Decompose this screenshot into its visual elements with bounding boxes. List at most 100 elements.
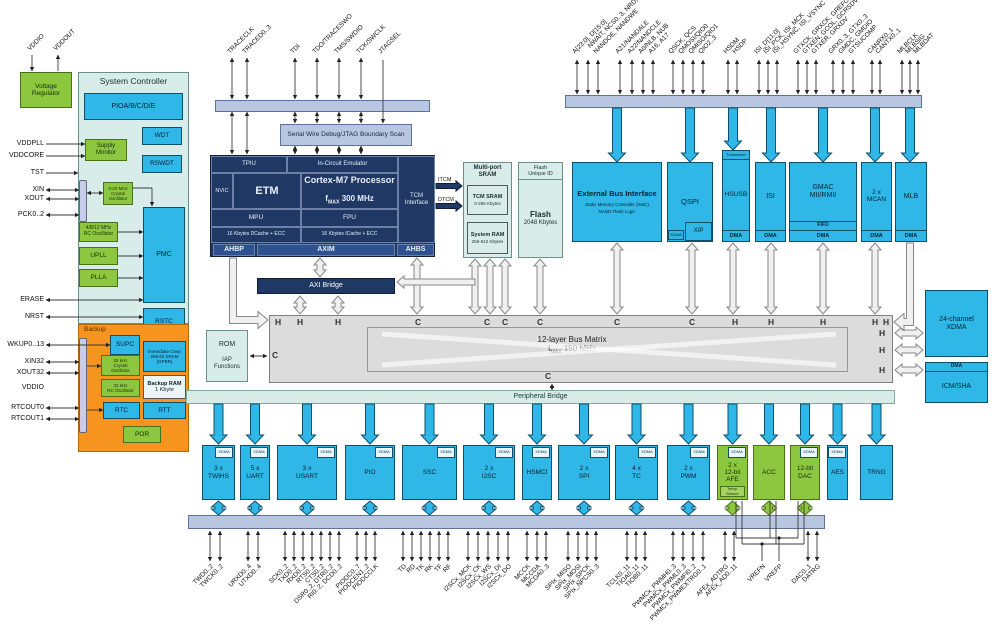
bus-matrix-title: 12-layer Bus Matrix	[537, 335, 607, 344]
bus-arrow	[532, 258, 548, 315]
supply-monitor-block: Supply Monitor	[85, 139, 127, 161]
bridge-peripheral-arrow	[419, 403, 440, 445]
bridge-peripheral-arrow	[866, 403, 887, 445]
xdma-tag: XDMA	[532, 447, 550, 458]
ebi-title: External Bus Interface	[577, 189, 657, 199]
backup-label: Backup	[84, 326, 106, 333]
pin-wkup0-13: WKUP0..13	[7, 341, 44, 348]
hsusb-block: Transceiver HSUSB DMA	[722, 150, 750, 242]
bridge-peripheral-arrow	[208, 403, 229, 445]
pin-nrst: NRST	[24, 313, 44, 320]
matrix-port-h: H	[879, 328, 886, 338]
bus-matrix-label: 12-layer Bus Matrix fMAX 150 MHz	[512, 335, 632, 356]
backup-ram-label: Backup RAM	[147, 380, 182, 387]
pmc-block: PMC	[143, 207, 185, 303]
gmac-label: GMAC MII/RMII	[809, 184, 837, 200]
bus-arrow	[330, 295, 346, 315]
xdma-tag: XDMA	[437, 447, 455, 458]
xdma-tag: XDMA	[690, 447, 708, 458]
xdma-tag: XDMA	[375, 447, 393, 458]
matrix-port-h: H	[768, 317, 775, 327]
peripheral-label: SSC	[422, 468, 437, 476]
peripheral-3-x-usart: 3 x USART XDMA	[277, 445, 337, 500]
itcm-label: ITCM	[438, 177, 452, 183]
hsusb-label: HSUSB	[724, 191, 748, 199]
rom-iap-block: ROM IAP Functions	[206, 330, 248, 382]
hsusb-transceiver-label: Transceiver	[723, 151, 749, 161]
peripheral-pinbus-arrow	[421, 500, 438, 516]
plla-block: PLLA	[79, 269, 118, 287]
bus-arrow	[482, 258, 498, 315]
pinbus-block-arrow	[865, 107, 885, 163]
bridge-peripheral-arrow	[297, 403, 317, 445]
peripheral-pinbus-arrow	[575, 500, 593, 516]
xdma-tag: XDMA	[590, 447, 608, 458]
mlb-label: MLB	[903, 192, 919, 200]
mlb-dma-label: DMA	[896, 229, 926, 241]
matrix-port-h: H	[879, 345, 886, 355]
bridge-peripheral-arrow	[795, 403, 815, 445]
pinbus-block-arrow	[813, 107, 833, 163]
ebi-smc-label: Static Memory Controller (SMC)	[585, 201, 649, 207]
xdma-tag: XDMA	[495, 447, 513, 458]
pin-vddout: VDDOUT	[52, 27, 77, 53]
peripheral-pinbus-arrow	[680, 500, 697, 516]
peripheral-acc: ACC	[753, 445, 785, 500]
matrix-port-h: H	[879, 365, 886, 375]
icache-cell: 16 Kbytes ICache + ECC	[301, 227, 398, 243]
cm7-fmax: fMAX 300 MHz	[325, 193, 374, 206]
matrix-port-c: C	[689, 317, 696, 327]
peripheral-trng: TRNG	[860, 445, 893, 500]
bus-arrow	[292, 295, 308, 315]
crystal32-block: 32 kHz Crystal Oscillator	[101, 355, 140, 376]
ice-cell: In-Circuit Emulator	[287, 156, 398, 173]
bus-matrix-fmax: fMAX 150 MHz	[548, 344, 596, 356]
peripheral-label: 2 x I2SC	[481, 465, 497, 480]
bus-matrix-inner	[367, 327, 848, 372]
peripheral-label: 2 x PWM	[680, 465, 697, 480]
peripheral-pinbus-arrow	[361, 500, 379, 516]
voltage-regulator-block: Voltage Regulator	[20, 72, 72, 108]
pin-mux-bar-backup	[79, 338, 87, 433]
debug-pin-bus-bar	[215, 100, 430, 112]
peripheral-2-x-pwm: 2 x PWM XDMA	[667, 445, 710, 500]
ahbs-port-cell: AHBS	[397, 244, 434, 256]
matrix-port-c: C	[537, 317, 544, 327]
rc32-block: 32 kHz RC Oscillator	[101, 379, 140, 397]
sram-axibridge-arrow	[396, 274, 476, 290]
backup-ram-size: 1 Kbyte	[155, 387, 174, 393]
bridge-peripheral-arrow	[479, 403, 499, 445]
peripheral-label: 3 x USART	[296, 465, 318, 480]
isi-dma-label: DMA	[756, 229, 785, 241]
gpbr-block: Immediate Clear 256-bit SRAM (GPBR)	[143, 341, 186, 372]
bridge-peripheral-arrow	[759, 403, 779, 445]
peripheral-label: AES	[830, 468, 844, 476]
matrix-port-c: C	[614, 317, 621, 327]
pinbus-block-arrow	[761, 107, 781, 163]
bus-arrow	[467, 258, 483, 315]
mcan-dma-label: DMA	[862, 229, 891, 241]
pinbus-block-arrow	[607, 107, 627, 163]
xdma-tag: XDMA	[317, 447, 335, 458]
rc-oscillator-block: 4/8/12 MHz RC Oscillator	[79, 222, 118, 242]
bus-arrow	[409, 257, 425, 315]
matrix-xdma-arrow	[894, 342, 924, 358]
pinbus-block-arrow	[680, 107, 700, 163]
pinbus-block-arrow	[900, 107, 920, 163]
qspi-xdma-tag: XDMA	[668, 230, 684, 240]
pio-controller-block: PIOA/B/C/D/E	[84, 93, 183, 120]
flash-label: Flash	[530, 209, 551, 219]
mcan-block: 2 x MCAN DMA	[861, 162, 892, 242]
peripheral-label: TRNG	[867, 468, 886, 476]
bus-arrow	[763, 242, 779, 315]
icm-sha-block: DMA ICM/SHA	[925, 362, 988, 403]
ahbp-port-cell: AHBP	[213, 244, 255, 256]
bridge-peripheral-arrow	[245, 403, 265, 445]
